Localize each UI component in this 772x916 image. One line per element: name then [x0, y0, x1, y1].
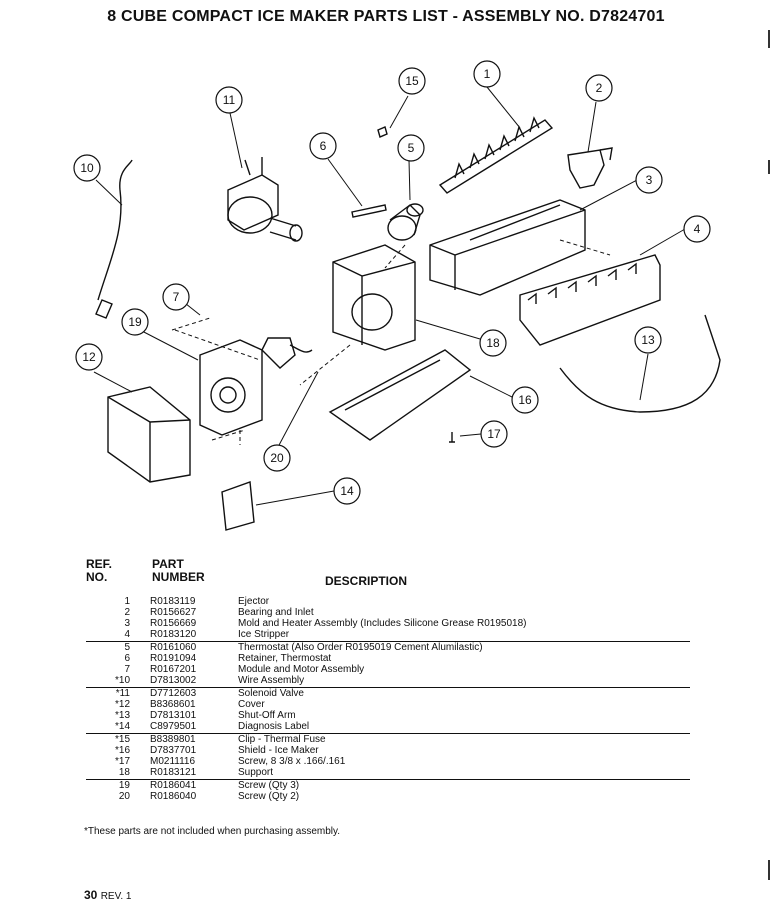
header-description: DESCRIPTION	[325, 574, 408, 588]
callout-19	[121, 308, 149, 336]
callout-label-15: 15	[405, 74, 419, 88]
callout-14	[333, 477, 361, 505]
page-number-value: 30	[84, 888, 98, 902]
ejector-part	[438, 116, 554, 194]
bearing-inlet-part	[567, 147, 613, 189]
callout-label-10: 10	[80, 161, 94, 175]
callout-label-11: 11	[223, 93, 236, 107]
callout-6	[309, 132, 337, 160]
callout-4	[683, 215, 711, 243]
ice-stripper-part	[519, 254, 661, 346]
callout-label-7: 7	[173, 290, 180, 304]
scan-edge-mark	[768, 160, 770, 174]
callout-3	[635, 166, 663, 194]
callout-12	[75, 343, 103, 371]
scan-edge-mark	[768, 30, 770, 48]
solenoid-valve-part	[227, 157, 303, 242]
callout-label-13: 13	[641, 333, 655, 347]
callout-label-16: 16	[518, 393, 532, 407]
callout-7	[162, 283, 190, 311]
callout-18	[479, 329, 507, 357]
callout-2	[585, 74, 613, 102]
screw-part	[449, 432, 455, 443]
cover-part	[107, 386, 191, 483]
callout-20	[263, 444, 291, 472]
scan-edge-mark	[768, 860, 770, 880]
table-rule	[86, 641, 690, 642]
footnote: *These parts are not included when purch…	[84, 826, 341, 837]
callout-17	[480, 420, 508, 448]
table-rule	[86, 779, 690, 780]
page-number: 30 REV. 1	[84, 888, 131, 902]
exploded-parts-diagram: 1 2 3 4 5 6 7 10 11 12 13 14 15 16 17 18…	[73, 60, 721, 531]
module-motor-part	[199, 337, 313, 436]
thermal-clip-part	[377, 126, 388, 138]
table-rule	[86, 687, 690, 688]
support-part	[332, 244, 416, 351]
table-rule	[86, 733, 690, 734]
retainer-part	[351, 204, 387, 218]
callout-label-6: 6	[320, 139, 327, 153]
revision-label: REV. 1	[100, 891, 132, 902]
page-title: 8 CUBE COMPACT ICE MAKER PARTS LIST - AS…	[107, 8, 665, 25]
wire-assembly-part	[95, 159, 133, 319]
header-part-number: PART NUMBER	[152, 557, 205, 584]
callout-label-14: 14	[340, 484, 354, 498]
callout-label-18: 18	[486, 336, 500, 350]
thermostat-part	[387, 203, 424, 241]
callout-label-12: 12	[82, 350, 96, 364]
callout-label-20: 20	[270, 451, 284, 465]
callout-16	[511, 386, 539, 414]
diagnosis-label-part	[221, 481, 255, 531]
mold-heater-part	[429, 199, 586, 296]
callout-label-17: 17	[487, 427, 501, 441]
callout-1	[473, 60, 501, 88]
callout-5	[397, 134, 425, 162]
callout-label-4: 4	[694, 222, 701, 236]
shield-part	[328, 349, 472, 441]
callout-label-5: 5	[408, 141, 415, 155]
callout-label-3: 3	[646, 173, 653, 187]
callout-10	[73, 154, 101, 182]
callout-15	[398, 67, 426, 95]
callout-label-1: 1	[484, 67, 491, 81]
callout-label-19: 19	[128, 315, 142, 329]
callout-13	[634, 326, 662, 354]
shut-off-arm-part	[559, 314, 721, 413]
header-ref-no: REF. NO.	[86, 557, 113, 584]
callout-11	[215, 86, 243, 114]
callout-label-2: 2	[596, 81, 603, 95]
